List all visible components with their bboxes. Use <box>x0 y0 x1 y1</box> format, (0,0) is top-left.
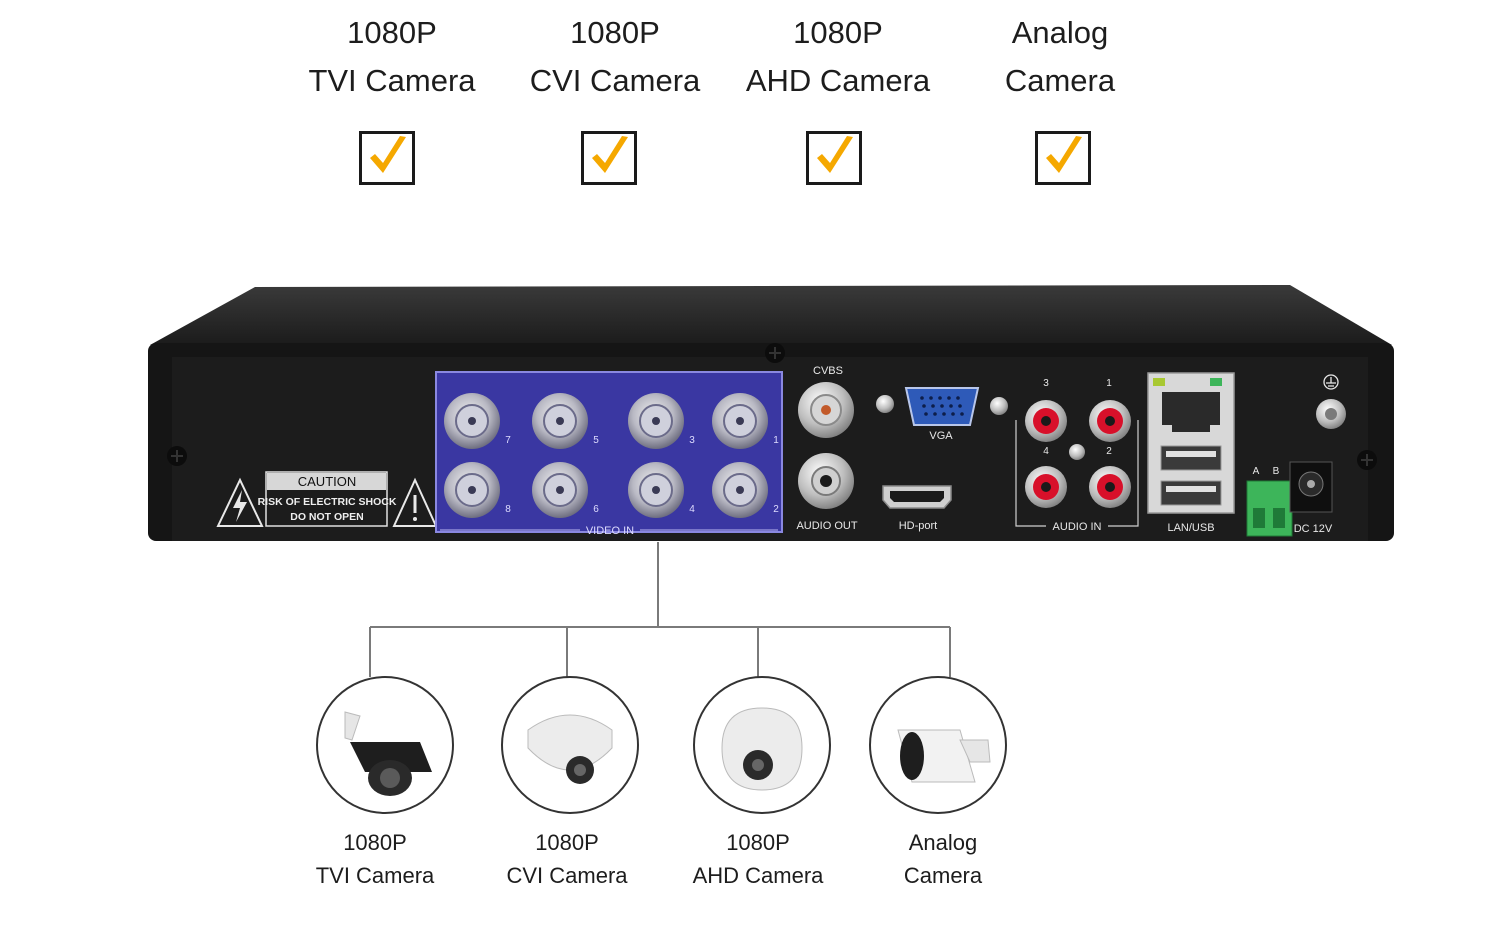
vga-label: VGA <box>929 430 953 442</box>
rs485-b-label: B <box>1273 466 1280 477</box>
hdmi-port[interactable] <box>882 485 952 509</box>
channel-number-label: 8 <box>505 504 511 515</box>
audio-ch-2: 2 <box>1106 446 1112 457</box>
channel-number-label: 6 <box>593 504 599 515</box>
top-cvi-line2: CVI Camera <box>529 63 701 98</box>
audio-in-label: AUDIO IN <box>1053 521 1102 533</box>
top-camera-type-cvi: 1080P CVI Camera <box>505 9 725 105</box>
audio-in-rca-port[interactable] <box>1025 400 1067 442</box>
bullet-camera-icon <box>316 676 454 814</box>
channel-number-label: 5 <box>593 435 599 446</box>
dc-12v-label: DC 12V <box>1294 523 1333 535</box>
audio-in-bracket <box>1015 420 1139 527</box>
bnc-video-input-port[interactable] <box>712 393 768 449</box>
channel-number-label: 4 <box>689 504 695 515</box>
channel-number-label: 7 <box>505 435 511 446</box>
checkbox-checked-icon <box>359 131 415 185</box>
bottom-camera-tvi: 1080P TVI Camera <box>275 826 475 892</box>
screw-icon <box>1069 444 1085 460</box>
audio-in-rca-port[interactable] <box>1025 466 1067 508</box>
bottom-camera-analog: Analog Camera <box>843 826 1043 892</box>
ground-screw <box>1316 399 1346 429</box>
video-in-label: VIDEO IN <box>586 525 634 537</box>
audio-ch-4: 4 <box>1043 446 1049 457</box>
audio-in-rca-port[interactable] <box>1089 466 1131 508</box>
screw-icon <box>1357 450 1377 470</box>
screw-icon <box>167 446 187 466</box>
channel-number-label: 1 <box>773 435 779 446</box>
dome-camera-icon <box>693 676 831 814</box>
bnc-video-input-port[interactable] <box>532 462 588 518</box>
bottom-cvi-line2: CVI Camera <box>506 863 628 888</box>
chassis-top <box>150 285 1392 345</box>
cvbs-label: CVBS <box>813 365 843 377</box>
bottom-analog-line1: Analog <box>908 830 978 855</box>
checkbox-checked-icon <box>1035 131 1091 185</box>
top-analog-line2: Camera <box>1004 63 1116 98</box>
bullet-camera-icon <box>869 676 1007 814</box>
bottom-camera-cvi: 1080P CVI Camera <box>467 826 667 892</box>
usb-port[interactable] <box>1160 445 1222 471</box>
bnc-video-input-port[interactable] <box>444 393 500 449</box>
hd-port-label: HD-port <box>899 520 938 532</box>
bottom-analog-line2: Camera <box>903 863 983 888</box>
top-analog-line1: Analog <box>1011 15 1109 50</box>
connection-lines <box>369 542 951 677</box>
top-camera-type-ahd: 1080P AHD Camera <box>728 9 948 105</box>
bnc-video-input-port[interactable] <box>532 393 588 449</box>
exclamation-warning-icon <box>392 477 438 527</box>
caution-line1: RISK OF ELECTRIC SHOCK <box>258 496 397 508</box>
checkbox-checked-icon <box>581 131 637 185</box>
audio-out-label: AUDIO OUT <box>796 520 857 532</box>
top-camera-type-analog: Analog Camera <box>950 9 1170 105</box>
audio-out-rca-port[interactable] <box>798 453 854 509</box>
top-cvi-line1: 1080P <box>570 15 660 50</box>
caution-line2: DO NOT OPEN <box>290 511 364 523</box>
screw-icon <box>765 343 785 363</box>
caution-label: CAUTION RISK OF ELECTRIC SHOCK DO NOT OP… <box>258 471 397 527</box>
bnc-video-input-port[interactable] <box>444 462 500 518</box>
usb-port[interactable] <box>1160 480 1222 506</box>
bnc-video-input-port[interactable] <box>628 393 684 449</box>
top-ahd-line1: 1080P <box>793 15 883 50</box>
bottom-tvi-line2: TVI Camera <box>315 863 435 888</box>
bottom-ahd-line2: AHD Camera <box>692 863 824 888</box>
vga-port[interactable] <box>876 387 1008 426</box>
bottom-camera-ahd: 1080P AHD Camera <box>658 826 858 892</box>
bnc-video-input-port[interactable] <box>628 462 684 518</box>
caution-title: CAUTION <box>298 474 357 489</box>
channel-number-label: 3 <box>689 435 695 446</box>
audio-in-rca-port[interactable] <box>1089 400 1131 442</box>
channel-number-label: 2 <box>773 504 779 515</box>
bottom-ahd-line1: 1080P <box>726 830 790 855</box>
checkbox-checked-icon <box>806 131 862 185</box>
top-camera-type-tvi: 1080P TVI Camera <box>282 9 502 105</box>
top-tvi-line2: TVI Camera <box>308 63 476 98</box>
top-ahd-line2: AHD Camera <box>745 63 931 98</box>
cvbs-bnc-port[interactable] <box>798 382 854 438</box>
bottom-tvi-line1: 1080P <box>343 830 407 855</box>
bnc-video-input-port[interactable] <box>712 462 768 518</box>
ground-icon <box>1323 374 1339 390</box>
bottom-cvi-line1: 1080P <box>535 830 599 855</box>
rs485-a-label: A <box>1253 466 1260 477</box>
dc-power-jack[interactable] <box>1289 461 1333 513</box>
rs485-terminal[interactable] <box>1246 480 1293 537</box>
top-tvi-line1: 1080P <box>347 15 437 50</box>
audio-ch-3: 3 <box>1043 378 1049 389</box>
dome-camera-icon <box>501 676 639 814</box>
lan-usb-label: LAN/USB <box>1167 522 1214 534</box>
audio-ch-1: 1 <box>1106 378 1112 389</box>
electric-shock-warning-icon <box>216 477 264 527</box>
bnc-inputs: 7 5 3 1 8 6 4 2 <box>444 393 779 518</box>
